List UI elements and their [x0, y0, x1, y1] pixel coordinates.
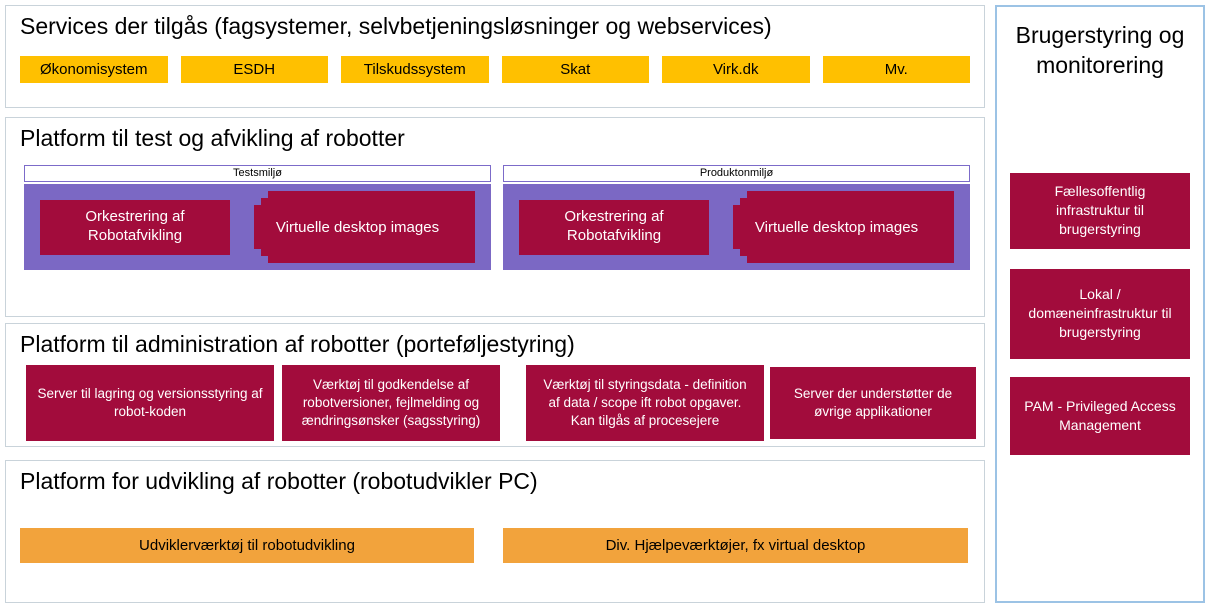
sidebar-box-pam: PAM - Privileged Access Management	[1010, 376, 1190, 455]
service-chip-virkdk: Virk.dk	[662, 56, 810, 83]
virtual-desktop-box: Virtuelle desktop images	[733, 205, 940, 249]
virtual-desktop-stack: Virtuelle desktop images	[254, 191, 475, 263]
sidebar-box-national-infrastructure: Fællesoffentlig infrastruktur til bruger…	[1010, 172, 1190, 249]
virtual-desktop-box: Virtuelle desktop images	[254, 205, 461, 249]
main-column: Services der tilgås (fagsystemer, selvbe…	[5, 5, 985, 603]
section-dev-title: Platform for udvikling af robotter (robo…	[20, 468, 538, 494]
admin-box-versioning-server: Server til lagring og versionsstyring af…	[26, 365, 274, 441]
section-services: Services der tilgås (fagsystemer, selvbe…	[5, 5, 985, 108]
section-test-platform: Platform til test og afvikling af robott…	[5, 117, 985, 317]
admin-box-approval-tool: Værktøj til godkendelse af robotversione…	[282, 365, 500, 441]
section-services-title: Services der tilgås (fagsystemer, selvbe…	[20, 13, 772, 39]
service-chip-tilskudssystem: Tilskudssystem	[341, 56, 489, 83]
sidebar-box-local-domain-infrastructure: Lokal / domæneinfrastruktur til brugerst…	[1010, 268, 1190, 359]
orchestration-box: Orkestrering af Robotafvikling	[40, 199, 230, 255]
virtual-desktop-stack: Virtuelle desktop images	[733, 191, 954, 263]
service-chip-okonomisystem: Økonomisystem	[20, 56, 168, 83]
section-admin-title: Platform til administration af robotter …	[20, 331, 575, 357]
admin-box-support-server: Server der understøtter de øvrige applik…	[770, 367, 976, 439]
admin-boxes-row: Server til lagring og versionsstyring af…	[26, 365, 984, 441]
environment-test-label: Testsmiljø	[24, 165, 491, 182]
sidebar-title: Brugerstyring og monitorering	[1015, 22, 1185, 78]
admin-box-governance-tool: Værktøj til styringsdata - definition af…	[526, 365, 764, 441]
section-admin-platform: Platform til administration af robotter …	[5, 323, 985, 447]
service-chip-mv: Mv.	[822, 56, 970, 83]
section-dev-platform: Platform for udvikling af robotter (robo…	[5, 460, 985, 603]
orchestration-box: Orkestrering af Robotafvikling	[519, 199, 709, 255]
environment-production: Produktonmiljø Orkestrering af Robotafvi…	[503, 165, 970, 270]
service-chip-esdh: ESDH	[180, 56, 328, 83]
environment-production-body: Orkestrering af Robotafvikling Virtuelle…	[503, 184, 970, 270]
dev-boxes-row: Udviklerværktøj til robotudvikling Div. …	[20, 528, 984, 563]
dev-box-helper-tools: Div. Hjælpeværktøjer, fx virtual desktop	[503, 528, 968, 563]
section-test-title: Platform til test og afvikling af robott…	[20, 125, 405, 151]
environment-test-body: Orkestrering af Robotafvikling Virtuelle…	[24, 184, 491, 270]
environments-row: Testsmiljø Orkestrering af Robotafviklin…	[24, 165, 970, 270]
dev-box-developer-tool: Udviklerværktøj til robotudvikling	[20, 528, 474, 563]
sidebar-user-management: Brugerstyring og monitorering Fællesoffe…	[995, 5, 1205, 603]
service-chip-skat: Skat	[501, 56, 649, 83]
environment-test: Testsmiljø Orkestrering af Robotafviklin…	[24, 165, 491, 270]
environment-production-label: Produktonmiljø	[503, 165, 970, 182]
services-row: Økonomisystem ESDH Tilskudssystem Skat V…	[20, 56, 970, 83]
